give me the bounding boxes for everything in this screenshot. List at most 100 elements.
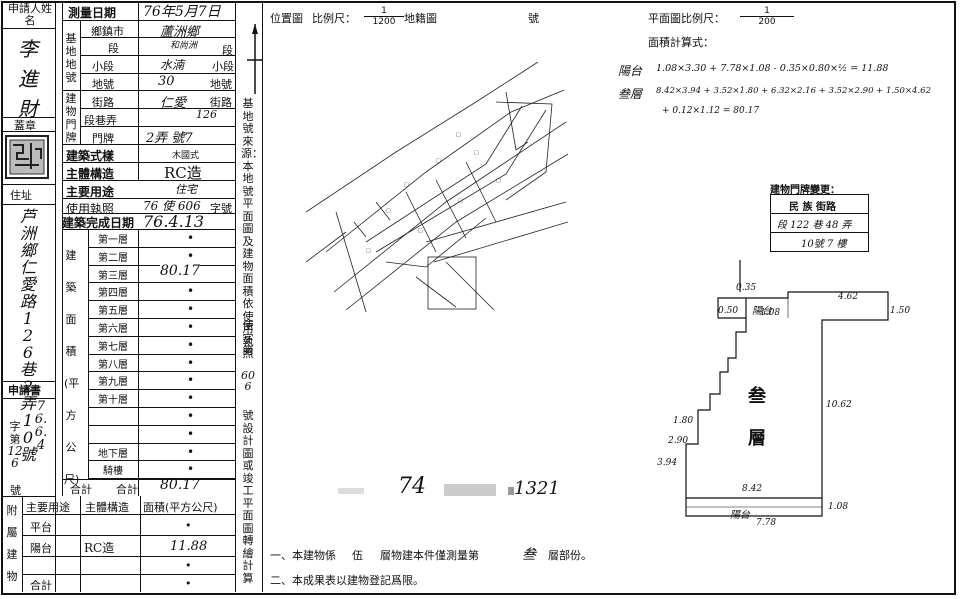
dim-842: 8.42 bbox=[742, 484, 763, 494]
annex-dot-3: • bbox=[185, 559, 192, 572]
scale-fraction: 1 1200 bbox=[364, 6, 404, 27]
dim-290: 2.90 bbox=[668, 436, 689, 446]
number-label: 號 bbox=[10, 484, 21, 497]
floor-row-line bbox=[88, 407, 235, 408]
plan-floor-text-2: 層 bbox=[748, 428, 766, 449]
floor-label: 第十層 bbox=[98, 395, 128, 407]
floor-label: 第五層 bbox=[98, 306, 128, 318]
floor-label: 第三層 bbox=[98, 270, 128, 282]
stamp-left-number: 74 bbox=[398, 474, 426, 499]
vertical-note: 基地號來源：本地號平面圖及建物面積依使用執照 bbox=[241, 97, 263, 360]
style-label: 建築式樣 bbox=[66, 149, 115, 163]
dim-top-small: 0.35 bbox=[736, 283, 757, 293]
use-value: 住宅 bbox=[175, 183, 197, 196]
floor-formula-label: 叁層 bbox=[618, 87, 643, 101]
floor-row-line bbox=[88, 478, 235, 480]
completion-label: 建築完成日期 bbox=[62, 216, 135, 230]
floor-area-dot: • bbox=[187, 355, 195, 370]
section-label: 段 bbox=[108, 42, 119, 55]
dim-180: 1.80 bbox=[673, 416, 694, 426]
subsection-label: 小段 bbox=[92, 60, 114, 73]
total-label: 合計 bbox=[70, 483, 92, 496]
dim-462: 4.62 bbox=[838, 292, 859, 302]
char-label: 字第 bbox=[9, 420, 21, 446]
floor-row-line bbox=[88, 282, 235, 284]
note1-suffix: 層部份。 bbox=[548, 549, 592, 562]
plan-floor-text-1: 叁 bbox=[748, 386, 766, 407]
total-value: 80.17 bbox=[160, 477, 201, 493]
total-label-2: 合計 bbox=[116, 483, 138, 496]
plan-scale-num: 1 bbox=[740, 6, 794, 17]
balcony-formula-label: 陽台 bbox=[618, 64, 643, 78]
floor-area-dot: • bbox=[187, 373, 195, 388]
floor-area-dot: • bbox=[187, 462, 195, 477]
note1-floors: 伍 bbox=[352, 549, 363, 562]
base-lot-label: 基地地號 bbox=[65, 32, 77, 84]
seal-stamp bbox=[5, 135, 49, 179]
annex-total-label: 合計 bbox=[30, 579, 52, 592]
door-value: 2弄 號7 bbox=[146, 131, 193, 146]
floor-area-dot: • bbox=[187, 302, 195, 317]
stamp-right-number: 1321 bbox=[514, 478, 560, 499]
annex-dot-1: • bbox=[185, 519, 192, 532]
floor-row-line bbox=[88, 424, 235, 426]
address-value: 芦洲鄉仁愛路126巷2弄10號 bbox=[19, 207, 36, 464]
annex-area-header: 面積(平方公尺) bbox=[143, 501, 218, 514]
street-label: 街路 bbox=[92, 96, 114, 109]
note1-hand: 叁 bbox=[522, 547, 536, 563]
svg-text:□: □ bbox=[456, 132, 461, 138]
subsection-label-right: 小段 bbox=[212, 60, 234, 73]
use-label: 主要用途 bbox=[66, 185, 115, 199]
balcony-formula: 1.08×3.30 + 7.78×1.08 - 0.35×0.80×½ = 11… bbox=[656, 63, 889, 74]
street-value: 仁愛 bbox=[160, 96, 187, 111]
note2: 二、本成果表以建物登記爲限。 bbox=[270, 574, 424, 587]
vertical-note-3: 號設計圖或竣工平面圖轉繪計算 bbox=[242, 409, 254, 585]
svg-text:□: □ bbox=[474, 150, 479, 156]
char-value: 126 bbox=[7, 444, 23, 470]
map-no-label: 號 bbox=[528, 12, 539, 25]
dim-1062: 10.62 bbox=[826, 400, 852, 410]
plan-scale-fraction: 1 200 bbox=[740, 6, 794, 27]
map-label: 地籍圖 bbox=[404, 12, 437, 25]
dim-150: 1.50 bbox=[890, 306, 911, 316]
note1-mid: 層物建本件僅測量第 bbox=[380, 549, 479, 562]
survey-date-label: 測量日期 bbox=[68, 6, 117, 20]
section-value: 和尚洲 bbox=[170, 41, 198, 51]
structure-label: 主體構造 bbox=[66, 167, 115, 181]
lot-label: 地號 bbox=[92, 78, 114, 91]
svg-text:□: □ bbox=[386, 208, 391, 214]
floor-label: 第七層 bbox=[98, 341, 128, 353]
location-label: 位置圖 bbox=[270, 12, 303, 25]
plan-balcony-bottom: 陽台 bbox=[730, 510, 750, 521]
area-side-label: 建築面積(平方公尺) bbox=[64, 249, 80, 486]
floor-label: 第八層 bbox=[98, 359, 128, 371]
application-label: 申請書 bbox=[8, 384, 41, 397]
floor-row-line bbox=[88, 389, 235, 391]
applicant-name: 李進財 bbox=[18, 37, 38, 121]
annex-row2-area: 11.88 bbox=[170, 539, 208, 554]
plan-scale-den: 200 bbox=[758, 17, 776, 27]
license-hand: 606 bbox=[241, 369, 255, 393]
floor-label: 地下層 bbox=[98, 448, 128, 460]
svg-text:□: □ bbox=[404, 182, 409, 188]
floor-label: 第九層 bbox=[98, 377, 128, 389]
lane-label: 段巷弄 bbox=[84, 114, 117, 127]
scale-label: 比例尺： bbox=[312, 12, 356, 25]
annex-row2-struct: RC造 bbox=[84, 541, 115, 555]
scale-num: 1 bbox=[364, 6, 404, 17]
dim-778: 7.78 bbox=[756, 518, 777, 528]
floor-formula-line1: 8.42×3.94 + 3.52×1.80 + 6.32×2.16 + 3.52… bbox=[656, 86, 931, 96]
township-label: 鄉鎮市 bbox=[91, 25, 124, 38]
plan-balcony-top: 陽台 bbox=[752, 306, 772, 317]
door-change-title: 建物門牌變更： bbox=[770, 185, 840, 196]
floor-row-line bbox=[88, 442, 235, 444]
license-suffix: 字號 bbox=[210, 202, 232, 215]
street-label-right: 街路 bbox=[210, 96, 232, 109]
door-change-row3: 10號 7 樓 bbox=[801, 239, 847, 250]
floor-label: 第四層 bbox=[98, 288, 128, 300]
annex-dot-4: • bbox=[185, 577, 192, 590]
svg-text:□: □ bbox=[458, 198, 463, 204]
svg-text:□: □ bbox=[496, 178, 501, 184]
door-change-box: 民 族 街路 段 122 巷 48 弄 10號 7 樓 bbox=[770, 194, 869, 252]
